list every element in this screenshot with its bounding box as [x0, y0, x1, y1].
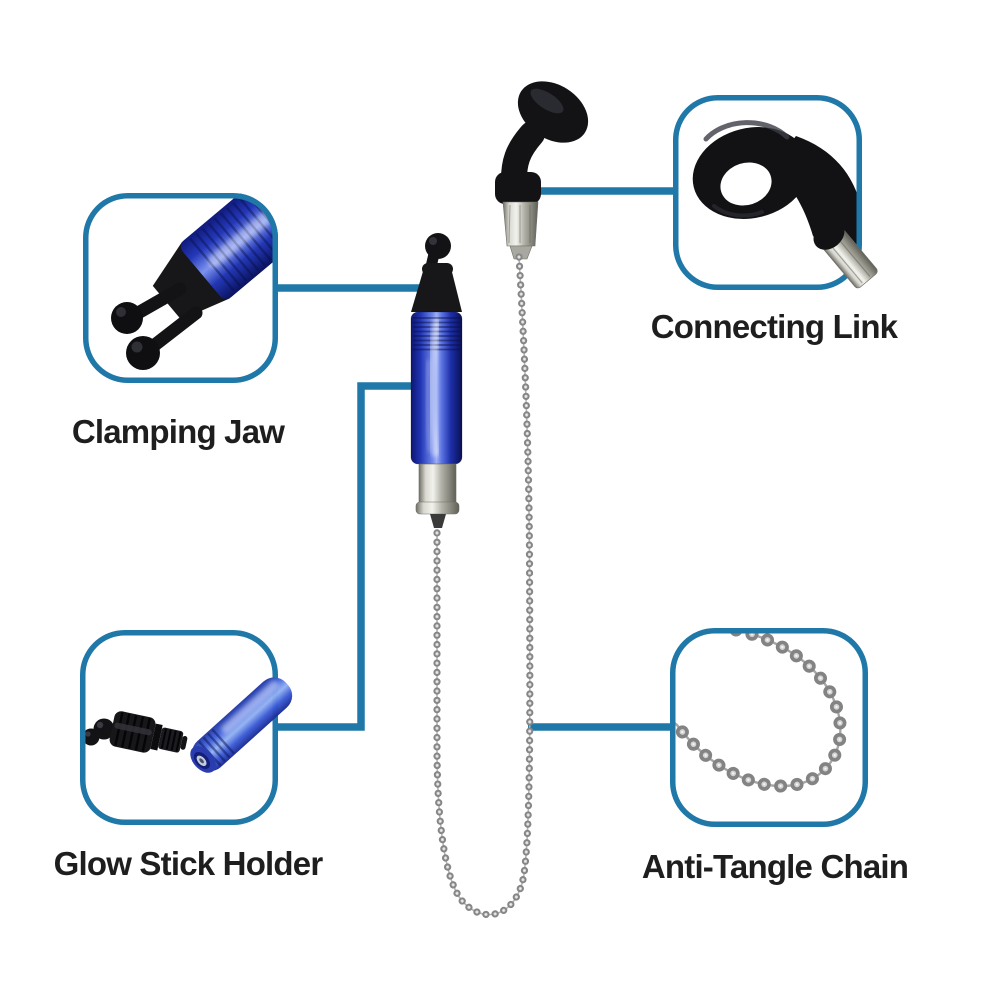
tube-thread-lines: [198, 728, 235, 767]
callout-content-anti-tangle-chain: [670, 628, 847, 793]
callout-box-glow-stick-holder: [80, 630, 278, 825]
clamp-cone: [411, 268, 462, 312]
jaw-ball-zoom: [111, 302, 143, 334]
ball-chain: [433, 253, 534, 919]
callout-box-clamping-jaw: [83, 193, 278, 383]
label-anti-tangle-chain: Anti-Tangle Chain: [641, 848, 909, 885]
adapter-body: [109, 711, 188, 753]
main-product: [410, 81, 589, 919]
callout-borders: [80, 95, 868, 827]
callout-connector-lines: [276, 187, 676, 731]
elbow-link: [495, 81, 589, 260]
bobbin-body: [410, 233, 463, 528]
lower-metal-tip: [418, 463, 457, 507]
label-glow-stick-holder: Glow Stick Holder: [53, 845, 324, 882]
glow-tube-zoom: [190, 677, 293, 773]
jaw-ball-zoom: [126, 336, 160, 370]
upper-metal-barrel: [502, 201, 539, 247]
link-ring-hole: [720, 162, 772, 206]
callout-box-connecting-link: [673, 95, 862, 290]
label-clamping-jaw: Clamping Jaw: [71, 413, 285, 450]
callout-content-glow-stick-holder: [82, 711, 188, 753]
callout-content-clamping-jaw: [111, 193, 278, 370]
callout-box-anti-tangle-chain: [670, 628, 868, 827]
connector-glow-stick-holder: [276, 382, 414, 731]
label-connecting-link: Connecting Link: [650, 308, 898, 345]
